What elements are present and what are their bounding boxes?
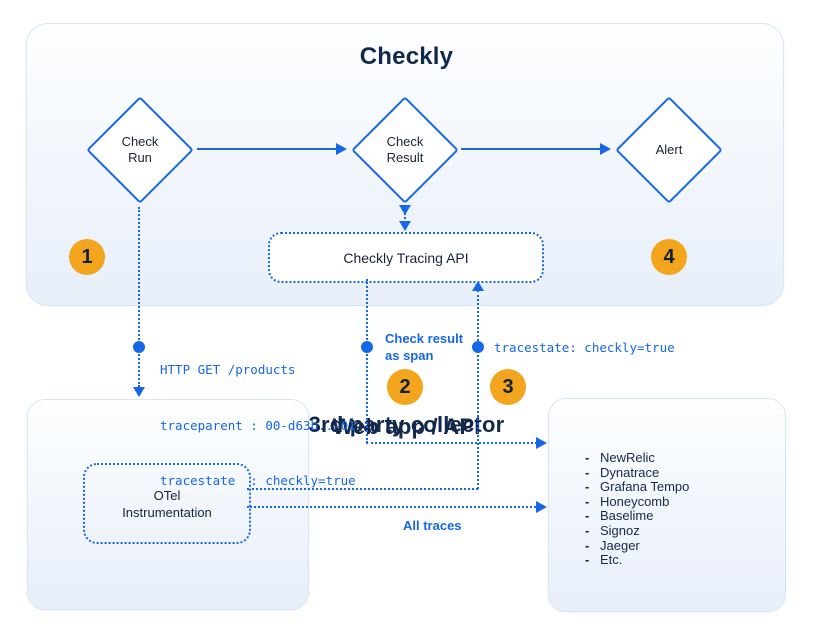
list-item: Honeycomb — [585, 493, 689, 510]
traceparent-line: traceparent : 00-d63b..-01 — [160, 417, 356, 433]
arrow-result-to-api-head-bottom — [399, 221, 411, 231]
trace-line-3-dot — [472, 341, 484, 353]
collector-item-label: Signoz — [600, 522, 640, 538]
collector-item-label: Etc. — [600, 552, 623, 568]
web-app-panel-title: Web app / API — [332, 414, 481, 439]
arrow-result-to-alert-head — [600, 143, 611, 155]
trace-line-3-horizontal — [247, 487, 478, 490]
trace-line-2-head — [536, 437, 547, 449]
all-traces-label: All traces — [403, 518, 462, 533]
diamond-check-result-label: Check Result — [386, 134, 424, 165]
list-item: Grafana Tempo — [585, 480, 689, 495]
otel-instrumentation-box: OTel Instrumentation — [83, 463, 251, 544]
tracing-api-label: Checkly Tracing API — [343, 249, 469, 266]
arrow-run-to-result-head — [336, 143, 347, 155]
http-request-annotation: HTTP GET /products traceparent : 00-d63b… — [160, 324, 356, 528]
step-badge-4: 4 — [651, 239, 687, 275]
collector-item-label: Honeycomb — [600, 493, 670, 509]
step-badge-3: 3 — [490, 369, 526, 405]
step-badge-1: 1 — [69, 239, 105, 275]
otel-instrumentation-label: OTel Instrumentation — [122, 487, 212, 520]
arrow-result-to-api-line — [403, 213, 406, 223]
diamond-check-run: Check Run — [84, 94, 196, 206]
step-badge-2: 2 — [387, 369, 423, 405]
collector-panel-title: 3rd party collector — [308, 412, 505, 437]
collector-list: NewRelic Dynatrace Grafana Tempo Honeyco… — [585, 450, 689, 568]
collector-item-label: Baselime — [600, 508, 654, 524]
http-request-line: HTTP GET /products — [160, 362, 296, 377]
diamond-check-run-label: Check Run — [121, 134, 159, 165]
checkly-panel-title: Checkly — [359, 43, 454, 70]
trace-line-2-dot — [361, 341, 373, 353]
trace-line-1 — [137, 207, 140, 387]
tracing-api-box: Checkly Tracing API — [268, 232, 544, 283]
diamond-alert: Alert — [613, 94, 725, 206]
all-traces-head — [536, 501, 547, 513]
list-item: Dynatrace — [585, 464, 689, 481]
trace-line-2-horizontal — [366, 441, 537, 444]
collector-item-label: NewRelic — [600, 450, 655, 465]
list-item: Baselime — [585, 509, 689, 524]
trace-line-1-dot — [133, 341, 145, 353]
trace-line-1-head — [133, 387, 145, 397]
trace-line-2-vertical — [365, 279, 368, 443]
list-item: Jaeger — [585, 537, 689, 554]
arrow-run-to-result-line — [197, 147, 337, 151]
collector-item-label: Grafana Tempo — [600, 479, 690, 495]
list-item: Signoz — [585, 522, 689, 539]
all-traces-line — [247, 505, 536, 508]
collector-item-label: Jaeger — [600, 537, 640, 553]
trace-line-3-head — [472, 281, 484, 291]
diamond-alert-label: Alert — [655, 142, 683, 157]
check-result-as-span-label: Check result as span — [385, 331, 464, 363]
web-app-panel — [27, 399, 309, 610]
collector-item-label: Dynatrace — [600, 464, 660, 480]
tracestate-annotation: tracestate: checkly=true — [494, 340, 675, 355]
arrow-result-to-alert-line — [461, 147, 601, 151]
diamond-check-result: Check Result — [349, 94, 461, 206]
trace-line-3-vertical — [476, 290, 479, 489]
tracestate-line: tracestate : checkly=true — [160, 473, 356, 488]
arrow-result-to-api-head-top — [399, 205, 411, 215]
list-item: NewRelic — [585, 450, 689, 466]
list-item: Etc. — [585, 553, 689, 568]
